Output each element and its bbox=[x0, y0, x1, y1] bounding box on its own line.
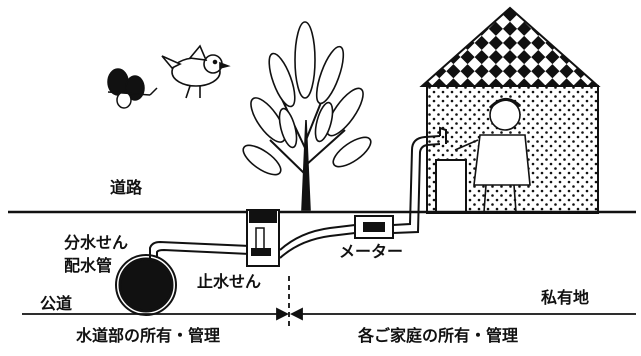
house-roof bbox=[419, 6, 601, 87]
road-label: 道路 bbox=[110, 178, 143, 197]
household-ownership-label: 各ご家庭の所有・管理 bbox=[358, 326, 519, 345]
distribution-pipe-label: 配水管 bbox=[64, 256, 113, 275]
private-land-label: 私有地 bbox=[541, 288, 590, 307]
ownership-arrows bbox=[22, 307, 636, 321]
service-pipe bbox=[149, 126, 447, 259]
stop-valve bbox=[246, 209, 280, 267]
branch-valve-label: 分水せん bbox=[64, 233, 129, 252]
butterfly bbox=[107, 68, 158, 109]
meter-box bbox=[354, 215, 394, 239]
public-road-label: 公道 bbox=[40, 294, 73, 313]
bird bbox=[161, 44, 231, 99]
person bbox=[454, 98, 531, 213]
distribution-pipe bbox=[118, 257, 174, 313]
sink-counter bbox=[435, 159, 467, 213]
stop-valve-label: 止水せん bbox=[197, 272, 262, 291]
water-bureau-ownership-label: 水道部の所有・管理 bbox=[76, 326, 221, 345]
tree bbox=[242, 21, 372, 211]
meter-label: メーター bbox=[339, 242, 404, 261]
